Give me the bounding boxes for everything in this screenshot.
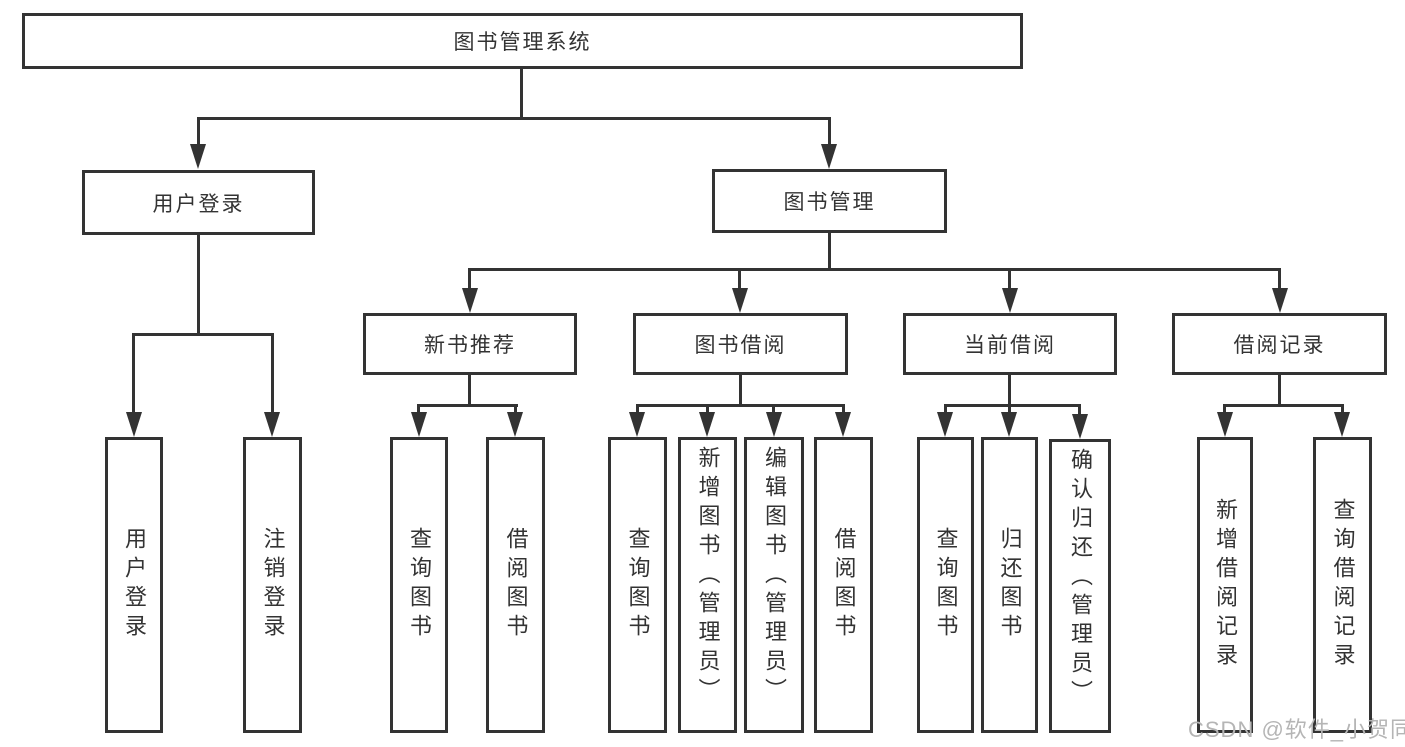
node-book-management: 图书管理 xyxy=(712,169,947,233)
arrow-into-login-leaf xyxy=(126,412,142,437)
leaf-add-borrow-record-label: 新增借阅记录 xyxy=(1213,498,1238,672)
leaf-logout-label: 注销登录 xyxy=(260,527,286,643)
arrow-into-g4-return xyxy=(1001,412,1017,437)
connector-drop-g4-3 xyxy=(1078,404,1081,414)
node-book-borrowing-label: 图书借阅 xyxy=(694,334,787,357)
leaf-borrow-books-recommend: 借阅图书 xyxy=(486,437,545,733)
node-user-login-module: 用户登录 xyxy=(82,170,315,235)
node-borrow-records: 借阅记录 xyxy=(1172,313,1387,375)
csdn-watermark: CSDN @软件_小贺同学 xyxy=(1188,717,1405,742)
node-new-book-recommend-label: 新书推荐 xyxy=(424,334,516,357)
leaf-query-books-borrowing: 查询图书 xyxy=(608,437,667,733)
leaf-add-borrow-record: 新增借阅记录 xyxy=(1197,437,1253,733)
connector-drop-book-mgmt xyxy=(828,117,831,147)
connector-drop-g3-2 xyxy=(706,404,709,414)
arrow-into-book-mgmt xyxy=(821,144,837,169)
connector-borrow-records-stub xyxy=(1278,375,1281,406)
leaf-borrow-books-recommend-label: 借阅图书 xyxy=(503,527,529,643)
connector-book-borrow-stub xyxy=(739,375,742,406)
arrow-into-g2-borrow xyxy=(507,412,523,437)
leaf-query-books-current-label: 查询图书 xyxy=(933,527,959,643)
connector-drop-user-login xyxy=(197,117,200,147)
connector-borrow-records-bar xyxy=(1223,404,1344,407)
connector-book-mgmt-bar xyxy=(468,268,1281,271)
leaf-query-borrow-record: 查询借阅记录 xyxy=(1313,437,1372,733)
arrow-into-g2-query xyxy=(411,412,427,437)
leaf-user-login-label: 用户登录 xyxy=(122,527,147,643)
leaf-borrow-books: 借阅图书 xyxy=(814,437,873,733)
leaf-query-books-recommend-label: 查询图书 xyxy=(407,527,432,643)
leaf-return-books-label: 归还图书 xyxy=(997,527,1023,643)
node-user-login-module-label: 用户登录 xyxy=(152,192,245,216)
connector-drop-g3-1 xyxy=(636,404,639,414)
arrow-into-g5-query xyxy=(1334,412,1350,437)
leaf-add-books-admin-label: 新增图书（管理员） xyxy=(695,446,721,707)
node-new-book-recommend: 新书推荐 xyxy=(363,313,577,375)
node-borrow-records-label: 借阅记录 xyxy=(1233,334,1326,357)
connector-drop-book-borrow xyxy=(738,268,741,290)
node-current-borrowing: 当前借阅 xyxy=(903,313,1117,375)
arrow-into-user-login xyxy=(190,144,206,169)
leaf-confirm-return-admin-label: 确认归还（管理员） xyxy=(1068,448,1093,709)
connector-drop-logout-leaf xyxy=(271,333,274,415)
connector-book-mgmt-stub xyxy=(828,233,831,270)
arrow-into-g3-borrow xyxy=(835,412,851,437)
connector-current-borrow-bar xyxy=(944,404,1081,407)
node-library-system: 图书管理系统 xyxy=(22,13,1023,69)
arrow-into-g3-query xyxy=(629,412,645,437)
connector-user-login-bar xyxy=(132,333,274,336)
arrow-into-book-borrow xyxy=(732,288,748,313)
node-current-borrowing-label: 当前借阅 xyxy=(964,334,1056,357)
connector-new-book-stub xyxy=(468,375,471,406)
leaf-query-books-borrowing-label: 查询图书 xyxy=(625,527,651,643)
arrow-into-g3-edit xyxy=(766,412,782,437)
node-library-system-label: 图书管理系统 xyxy=(453,31,592,54)
leaf-add-books-admin: 新增图书（管理员） xyxy=(678,437,737,733)
leaf-query-books-current: 查询图书 xyxy=(917,437,974,733)
connector-drop-g3-4 xyxy=(842,404,845,414)
leaf-edit-books-admin-label: 编辑图书（管理员） xyxy=(762,446,787,707)
arrow-into-g4-confirm xyxy=(1072,414,1088,439)
connector-drop-g3-3 xyxy=(772,404,775,414)
arrow-into-g5-add xyxy=(1217,412,1233,437)
arrow-into-borrow-records xyxy=(1272,288,1288,313)
leaf-edit-books-admin: 编辑图书（管理员） xyxy=(744,437,804,733)
connector-drop-current-borrow xyxy=(1008,268,1011,290)
connector-drop-new-book xyxy=(468,268,471,290)
connector-drop-g2-2 xyxy=(514,404,517,414)
connector-drop-borrow-records xyxy=(1278,268,1281,290)
arrow-into-logout-leaf xyxy=(264,412,280,437)
arrow-into-current-borrow xyxy=(1002,288,1018,313)
node-book-borrowing: 图书借阅 xyxy=(633,313,848,375)
node-book-management-label: 图书管理 xyxy=(783,191,876,214)
connector-root-bar xyxy=(197,117,831,120)
leaf-query-borrow-record-label: 查询借阅记录 xyxy=(1330,498,1356,672)
leaf-confirm-return-admin: 确认归还（管理员） xyxy=(1049,439,1111,733)
connector-drop-g4-1 xyxy=(944,404,947,414)
arrow-into-new-book xyxy=(462,288,478,313)
connector-root-stub xyxy=(520,69,523,118)
arrow-into-g3-add xyxy=(699,412,715,437)
leaf-return-books: 归还图书 xyxy=(981,437,1038,733)
connector-book-borrow-bar xyxy=(636,404,844,407)
connector-drop-login-leaf xyxy=(132,333,135,415)
connector-drop-g5-2 xyxy=(1341,404,1344,414)
leaf-logout: 注销登录 xyxy=(243,437,302,733)
connector-drop-g4-2 xyxy=(1008,404,1011,414)
connector-drop-g2-1 xyxy=(417,404,420,414)
connector-drop-g5-1 xyxy=(1223,404,1226,414)
connector-new-book-bar xyxy=(417,404,518,407)
leaf-borrow-books-label: 借阅图书 xyxy=(831,527,857,643)
arrow-into-g4-query xyxy=(937,412,953,437)
connector-current-borrow-stub xyxy=(1008,375,1011,406)
leaf-query-books-recommend: 查询图书 xyxy=(390,437,448,733)
leaf-user-login: 用户登录 xyxy=(105,437,163,733)
connector-user-login-stub xyxy=(197,235,200,335)
